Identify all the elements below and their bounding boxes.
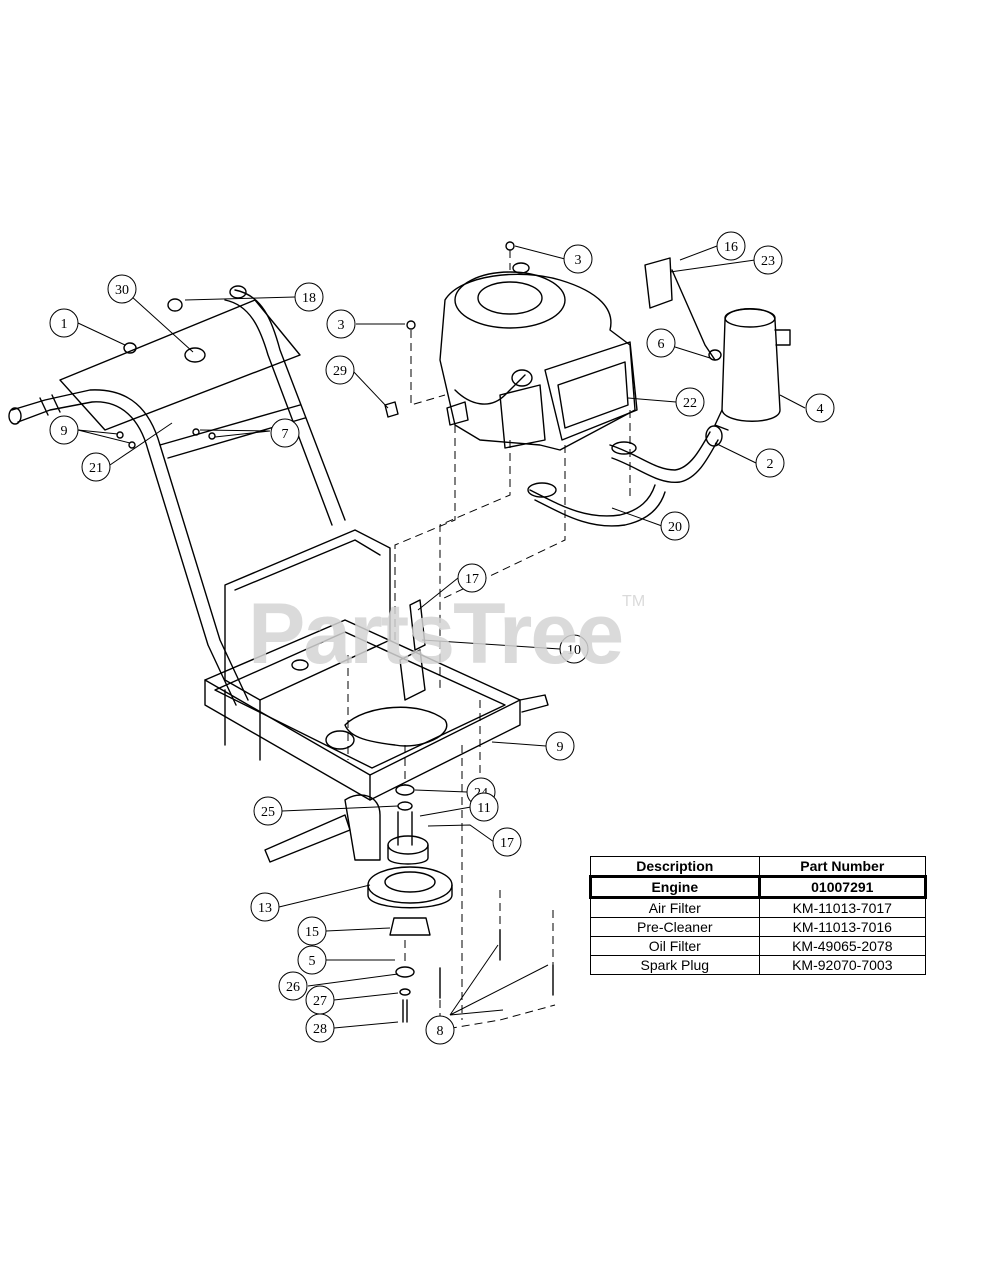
- callout-3-a: 3: [326, 309, 356, 339]
- svg-text:3: 3: [575, 253, 582, 268]
- leader-lines: [77, 245, 806, 1029]
- row-part-number: KM-11013-7016: [758, 917, 927, 937]
- table-row: Pre-Cleaner KM-11013-7016: [590, 917, 927, 937]
- row-description: Oil Filter: [590, 936, 760, 956]
- header-description: Description: [590, 856, 760, 877]
- callout-15: 15: [297, 916, 327, 946]
- svg-text:4: 4: [817, 402, 824, 417]
- engine: [439, 262, 638, 451]
- callout-21: 21: [81, 452, 111, 482]
- callout-26: 26: [278, 971, 308, 1001]
- handle-assembly: [8, 285, 346, 706]
- callout-11: 11: [469, 792, 499, 822]
- callout-2: 2: [755, 448, 785, 478]
- svg-text:11: 11: [477, 801, 490, 816]
- svg-text:2: 2: [767, 457, 774, 472]
- callout-16: 16: [716, 231, 746, 261]
- svg-text:8: 8: [437, 1024, 444, 1039]
- callout-28: 28: [305, 1013, 335, 1043]
- callout-9-b: 9: [545, 731, 575, 761]
- pulley-assembly: [367, 784, 554, 1023]
- callout-9-a: 9: [49, 415, 79, 445]
- svg-text:9: 9: [557, 740, 564, 755]
- svg-text:7: 7: [282, 427, 289, 442]
- row-part-number: KM-92070-7003: [758, 955, 927, 975]
- svg-text:25: 25: [261, 805, 275, 820]
- callout-17-a: 17: [457, 563, 487, 593]
- callout-6: 6: [646, 328, 676, 358]
- assembly-lines: [347, 250, 631, 1031]
- exhaust-pipes: [527, 425, 723, 527]
- callout-20: 20: [660, 511, 690, 541]
- callout-25: 25: [253, 796, 283, 826]
- callout-10: 10: [559, 634, 589, 664]
- callout-8: 8: [425, 1015, 455, 1045]
- callouts: 1 30 18 3 3 16 23 6 4 29 22 2 7 9 21 20 …: [49, 231, 835, 1045]
- callout-22: 22: [675, 387, 705, 417]
- svg-text:23: 23: [761, 254, 775, 269]
- svg-text:13: 13: [258, 901, 272, 916]
- muffler: [644, 257, 791, 431]
- callout-18: 18: [294, 282, 324, 312]
- table-header-row: Description Part Number: [590, 856, 927, 877]
- svg-text:5: 5: [309, 954, 316, 969]
- svg-text:17: 17: [500, 836, 514, 851]
- svg-text:20: 20: [668, 520, 682, 535]
- row-description: Engine: [589, 875, 761, 899]
- frame-deck: [204, 529, 549, 863]
- callout-7: 7: [270, 418, 300, 448]
- callout-27: 27: [305, 985, 335, 1015]
- row-part-number: 01007291: [757, 875, 928, 899]
- svg-text:30: 30: [115, 283, 129, 298]
- table-row: Spark Plug KM-92070-7003: [590, 955, 927, 975]
- row-description: Pre-Cleaner: [590, 917, 760, 937]
- row-description: Air Filter: [590, 897, 760, 918]
- callout-23: 23: [753, 245, 783, 275]
- svg-text:22: 22: [683, 396, 697, 411]
- callout-17-b: 17: [492, 827, 522, 857]
- svg-text:27: 27: [313, 994, 327, 1009]
- callout-13: 13: [250, 892, 280, 922]
- svg-text:10: 10: [567, 643, 581, 658]
- svg-text:28: 28: [313, 1022, 327, 1037]
- row-part-number: KM-49065-2078: [758, 936, 927, 956]
- svg-text:9: 9: [61, 424, 68, 439]
- table-row: Engine 01007291: [589, 875, 928, 899]
- svg-text:18: 18: [302, 291, 316, 306]
- row-description: Spark Plug: [590, 955, 760, 975]
- svg-text:26: 26: [286, 980, 300, 995]
- svg-text:21: 21: [89, 461, 103, 476]
- svg-text:1: 1: [61, 317, 68, 332]
- hardware: [116, 241, 515, 449]
- svg-text:16: 16: [724, 240, 738, 255]
- table-row: Air Filter KM-11013-7017: [590, 897, 927, 918]
- callout-1: 1: [49, 308, 79, 338]
- callout-5: 5: [297, 945, 327, 975]
- svg-text:3: 3: [338, 318, 345, 333]
- table-row: Oil Filter KM-49065-2078: [590, 936, 927, 956]
- svg-text:15: 15: [305, 925, 319, 940]
- svg-text:17: 17: [465, 572, 479, 587]
- callout-29: 29: [325, 355, 355, 385]
- row-part-number: KM-11013-7017: [758, 897, 927, 918]
- svg-text:6: 6: [658, 337, 665, 352]
- header-part-number: Part Number: [758, 856, 927, 877]
- callout-30: 30: [107, 274, 137, 304]
- callout-4: 4: [805, 393, 835, 423]
- svg-text:29: 29: [333, 364, 347, 379]
- callout-3-b: 3: [563, 244, 593, 274]
- parts-table: Description Part Number Engine 01007291 …: [589, 856, 928, 975]
